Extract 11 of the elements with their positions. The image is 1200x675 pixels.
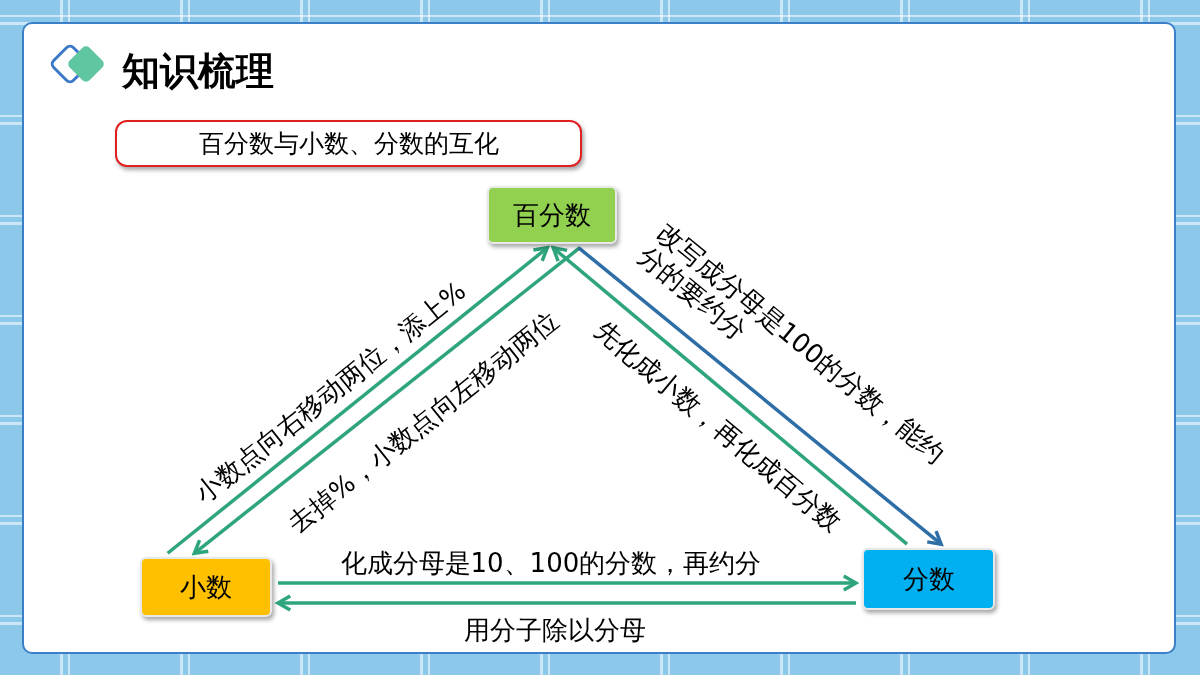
process-box: 分数 [862,548,995,610]
edge-label: 化成分母是10、100的分数，再约分 [340,548,762,578]
arrow [551,246,909,546]
process-box: 小数 [140,557,272,617]
heading-box: 百分数与小数、分数的互化 [115,120,582,167]
arrow [577,246,943,546]
process-box: 百分数 [487,186,617,244]
arrow [278,574,858,592]
title: 知识梳理 [122,48,274,95]
edge-label: 用分子除以分母 [464,615,646,645]
arrow [276,594,856,612]
